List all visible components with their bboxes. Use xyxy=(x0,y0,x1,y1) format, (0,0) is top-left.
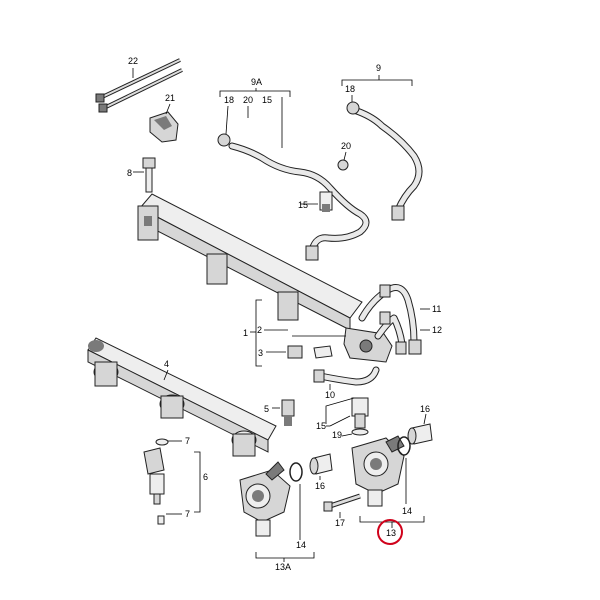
fuel-pump-13A xyxy=(239,461,291,537)
valve-15-upper: 15 xyxy=(298,191,333,212)
label-17: 17 xyxy=(335,518,345,528)
label-7b: 7 xyxy=(185,509,190,519)
label-2: 2 xyxy=(257,325,262,335)
label-15b: 15 xyxy=(298,200,308,210)
sensor-5: 5 xyxy=(264,399,295,426)
injector-6 xyxy=(143,438,169,525)
label-9: 9 xyxy=(376,63,381,73)
lower-fuel-rail xyxy=(87,337,277,457)
label-13A: 13A xyxy=(275,562,291,572)
upper-fuel-rail xyxy=(137,193,393,363)
label-14b: 14 xyxy=(402,506,412,516)
label-3: 3 xyxy=(258,348,263,358)
label-19: 19 xyxy=(332,430,342,440)
label-22: 22 xyxy=(128,56,138,66)
label-20a: 20 xyxy=(243,95,253,105)
label-10: 10 xyxy=(325,390,335,400)
label-7a: 7 xyxy=(185,436,190,446)
label-6: 6 xyxy=(203,472,208,482)
label-9A: 9A xyxy=(251,77,262,87)
label-14a: 14 xyxy=(296,540,306,550)
label-18b: 18 xyxy=(345,84,355,94)
fuel-line-10 xyxy=(313,366,380,386)
coupling-16-left xyxy=(309,453,333,475)
sensor-3 xyxy=(287,345,333,359)
fuel-line-11 xyxy=(358,284,422,355)
o-ring-14-right xyxy=(397,436,411,456)
fuel-line-12 xyxy=(374,311,407,355)
label-13: 13 xyxy=(386,528,396,538)
label-8: 8 xyxy=(127,168,132,178)
label-5: 5 xyxy=(264,404,269,414)
coupling-16-right: 16 xyxy=(407,404,433,445)
label-12: 12 xyxy=(432,325,442,335)
o-ring-14-left xyxy=(289,462,303,482)
fuel-hose-9A xyxy=(217,133,370,261)
fuel-hose-9 xyxy=(346,101,423,221)
bolt-17 xyxy=(323,493,361,512)
label-4: 4 xyxy=(164,359,169,369)
label-16a: 16 xyxy=(420,404,430,414)
clip-part xyxy=(149,111,179,143)
bolt-8: 8 xyxy=(127,157,156,193)
label-15a: 15 xyxy=(262,95,272,105)
label-20b: 20 xyxy=(341,141,351,151)
pressure-sensor-15: 15 19 xyxy=(316,397,369,440)
clamp-20-upper: 20 xyxy=(337,141,351,171)
highlight-circle xyxy=(377,519,403,545)
label-1: 1 xyxy=(243,328,248,338)
fuel-pump-13 xyxy=(351,435,405,507)
label-15c: 15 xyxy=(316,421,326,431)
label-11: 11 xyxy=(432,304,441,314)
label-21: 21 xyxy=(165,93,175,103)
label-18a: 18 xyxy=(224,95,234,105)
label-16b: 16 xyxy=(315,481,325,491)
cable-ties-part xyxy=(95,58,183,113)
